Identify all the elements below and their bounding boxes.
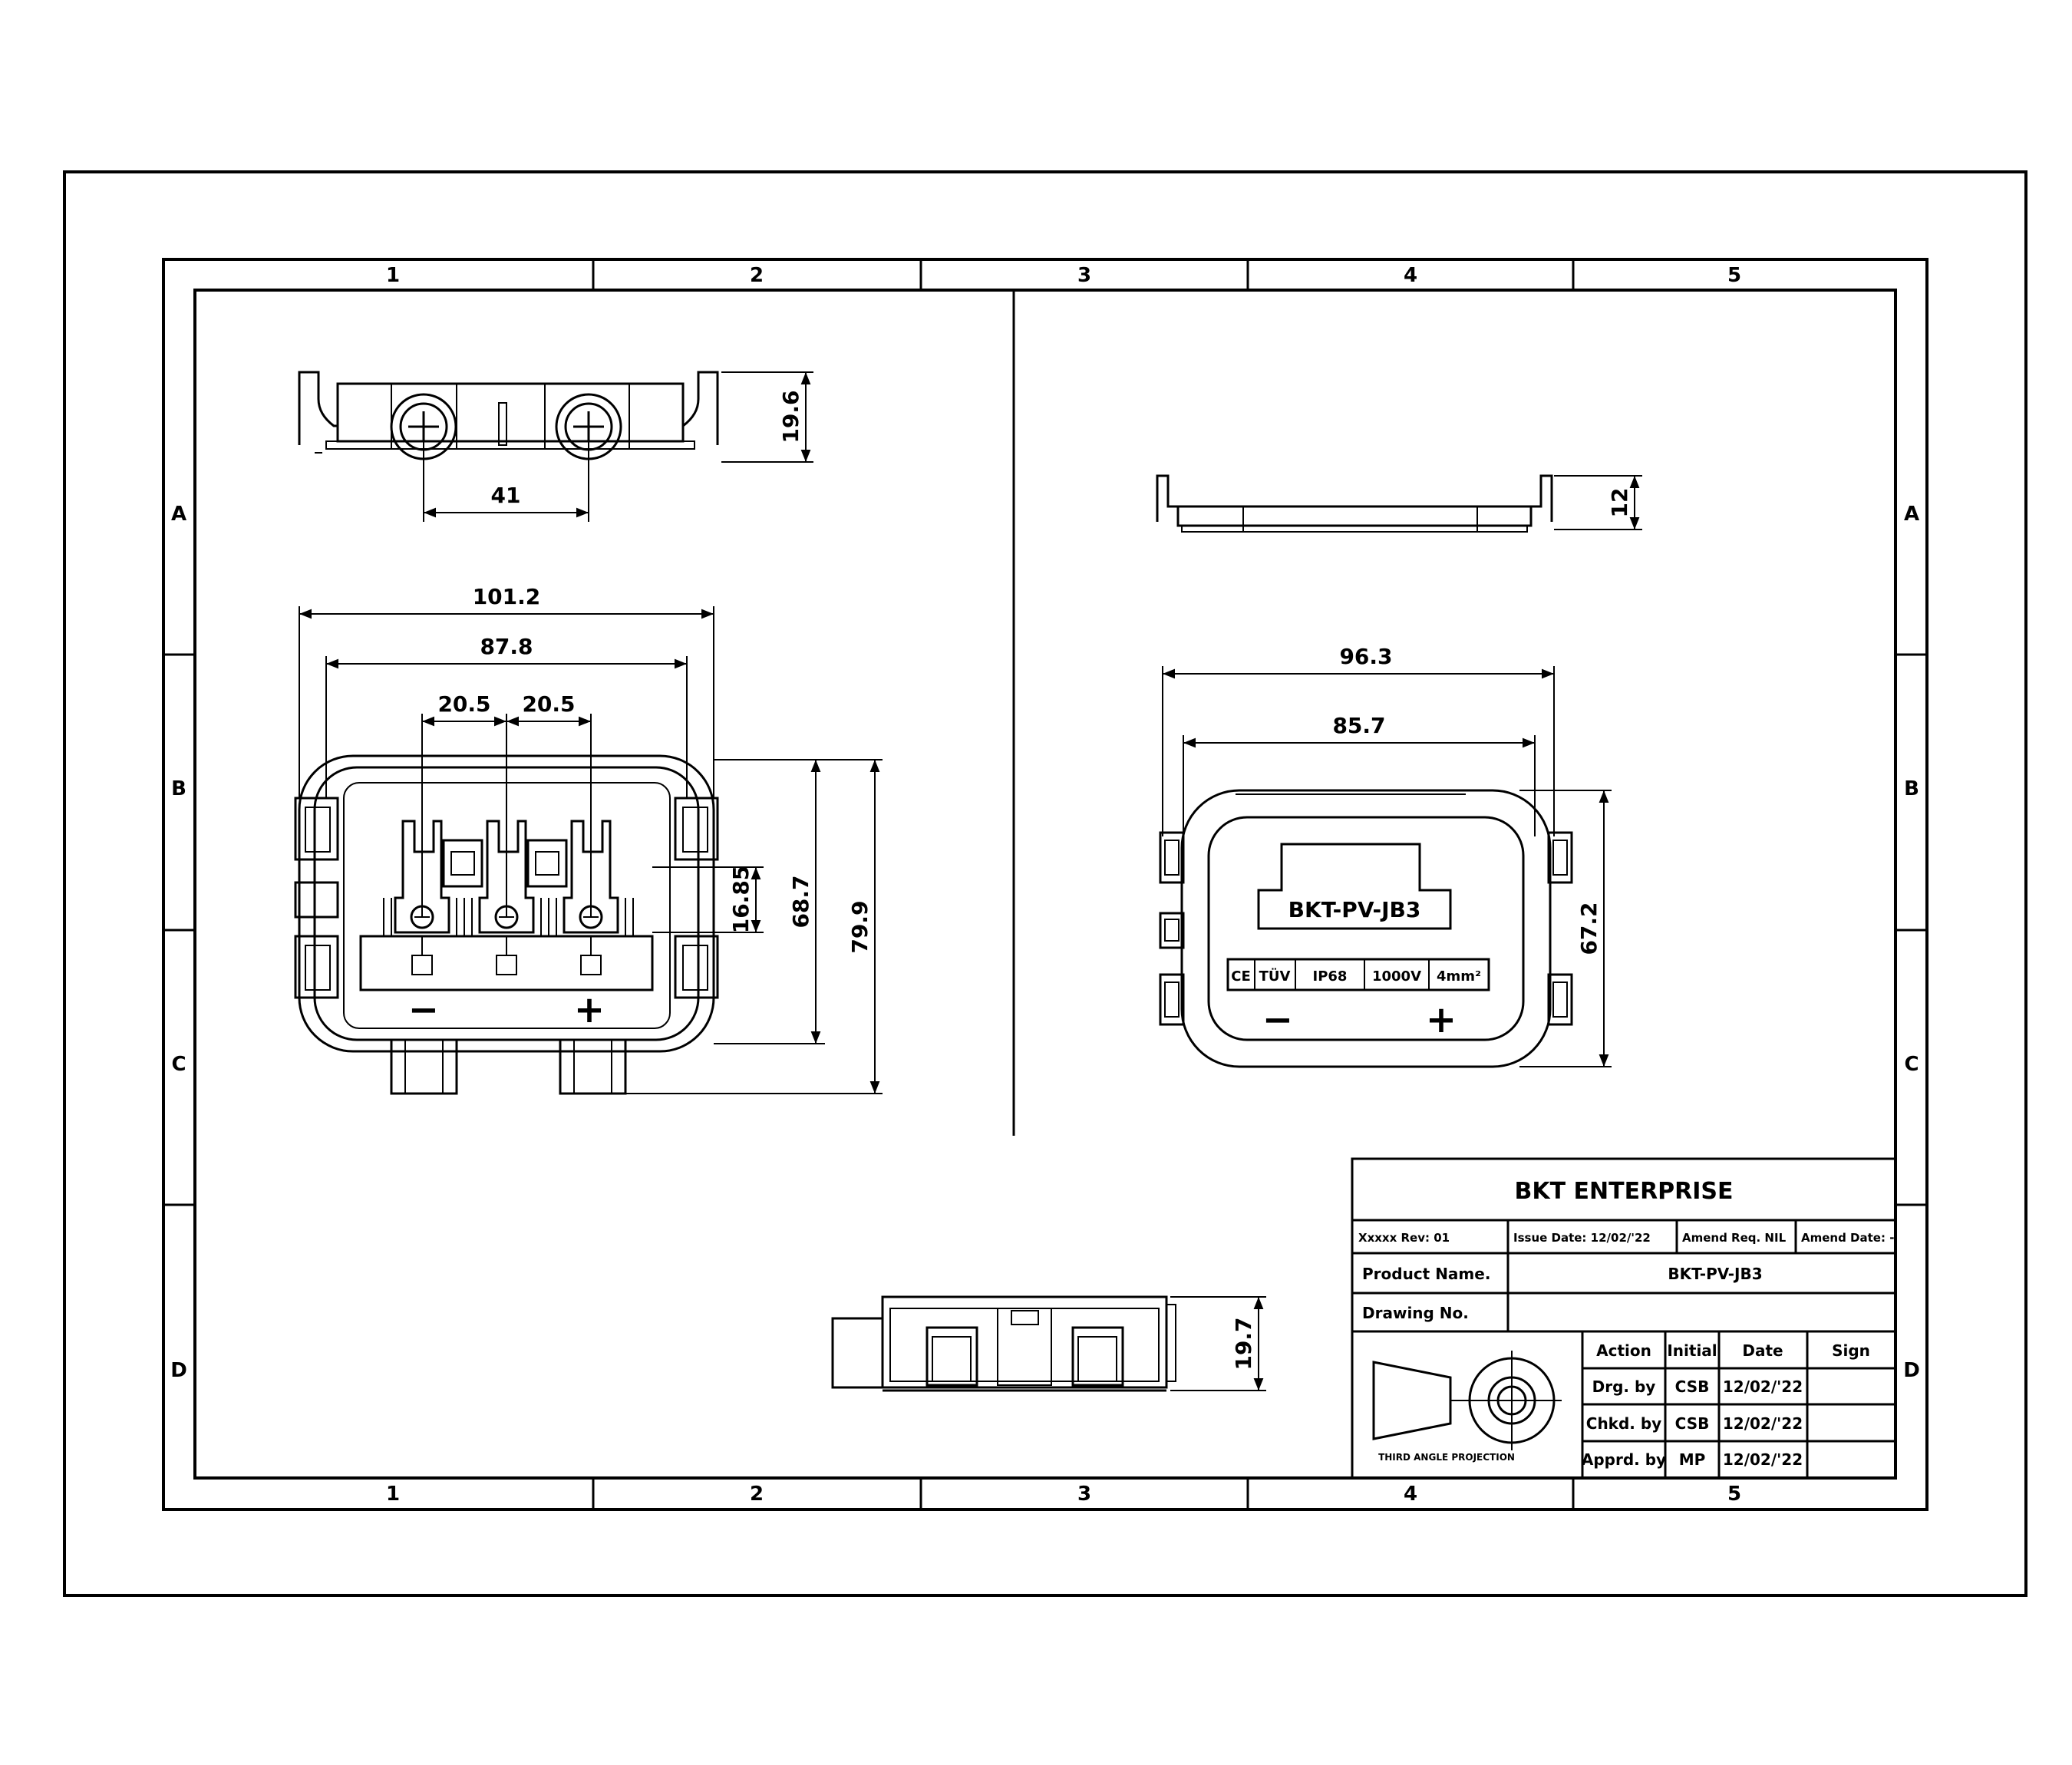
zone-labels: 1 2 3 4 5 1 2 3 4 5 A B C D A B C D (170, 264, 1920, 1506)
zone-row-b-right: B (1904, 777, 1919, 800)
zone-row-b-left: B (171, 777, 186, 800)
zone-col-3-top: 3 (1077, 264, 1091, 287)
base-front-view: − + 101.2 87.8 20.5 20.5 16.85 (294, 584, 883, 1095)
cover-front-view: BKT-PV-JB3 CE TÜV IP68 1000V 4mm² − + 96… (1159, 644, 1612, 1068)
sheet-frame (63, 170, 2027, 1597)
title-issue-date: Issue Date: 12/02/'22 (1513, 1231, 1651, 1245)
dim-cover-height: 67.2 (1576, 902, 1602, 955)
table-row-1-date: 12/02/'22 (1723, 1377, 1803, 1396)
zone-row-d-left: D (170, 1359, 187, 1382)
dim-pitch-right: 20.5 (522, 691, 575, 717)
rating-tuv: TÜV (1259, 968, 1291, 985)
title-product-name-label: Product Name. (1362, 1265, 1490, 1283)
table-header-initial: Initial (1667, 1341, 1717, 1360)
base-top-view: 19.6 41 (298, 371, 813, 522)
table-header-action: Action (1596, 1341, 1651, 1360)
table-row-2-action: Chkd. by (1586, 1414, 1661, 1433)
zone-col-1-top: 1 (386, 264, 400, 287)
zone-row-a-left: A (171, 503, 186, 526)
rating-voltage: 1000V (1372, 968, 1421, 985)
dim-overall-height: 79.9 (847, 900, 873, 953)
dim-top-view-spacing: 41 (491, 483, 521, 508)
dim-top-view-height: 19.6 (778, 390, 803, 443)
front-minus-symbol: − (408, 988, 439, 1031)
front-plus-symbol: + (574, 988, 605, 1031)
title-company: BKT ENTERPRISE (1514, 1178, 1733, 1205)
projection-caption: THIRD ANGLE PROJECTION (1378, 1452, 1515, 1463)
table-row-3-initial: MP (1679, 1450, 1706, 1469)
table-row-1-action: Drg. by (1592, 1377, 1656, 1396)
cover-minus-symbol: − (1262, 998, 1293, 1041)
title-amend-date: Amend Date: - (1801, 1231, 1894, 1245)
dim-cover-side-height: 12 (1607, 488, 1632, 518)
zone-row-c-right: C (1904, 1053, 1919, 1076)
cover-plus-symbol: + (1426, 998, 1457, 1041)
dim-terminal-height: 16.85 (728, 866, 754, 934)
dim-cover-inner-width: 85.7 (1332, 713, 1385, 738)
dim-front-outer-width: 101.2 (473, 584, 541, 609)
rating-ce: CE (1231, 968, 1251, 985)
zone-row-a-right: A (1904, 503, 1919, 526)
table-header-sign: Sign (1832, 1341, 1870, 1360)
rating-ip68: IP68 (1313, 968, 1348, 985)
zone-col-5-bottom: 5 (1727, 1483, 1741, 1506)
dim-pitch-left: 20.5 (437, 691, 490, 717)
dim-body-height: 68.7 (788, 875, 813, 928)
table-row-3-action: Apprd. by (1582, 1450, 1666, 1469)
table-row-3-date: 12/02/'22 (1723, 1450, 1803, 1469)
zone-col-4-bottom: 4 (1404, 1483, 1417, 1506)
title-block: BKT ENTERPRISE Xxxxx Rev: 01 Issue Date:… (1351, 1157, 1897, 1480)
table-row-2-date: 12/02/'22 (1723, 1414, 1803, 1433)
zone-row-c-left: C (171, 1053, 186, 1076)
dim-front-inner-width: 87.8 (480, 634, 533, 659)
base-bottom-view: 19.7 (831, 1295, 1266, 1392)
zone-col-2-bottom: 2 (750, 1483, 764, 1506)
zone-row-d-right: D (1903, 1359, 1920, 1382)
zone-col-2-top: 2 (750, 264, 764, 287)
table-header-date: Date (1742, 1341, 1783, 1360)
cover-side-view: 12 (1156, 474, 1642, 533)
table-row-2-initial: CSB (1675, 1414, 1710, 1433)
dim-bottom-view-height: 19.7 (1231, 1317, 1256, 1370)
title-zone-rev: Xxxxx Rev: 01 (1358, 1231, 1450, 1245)
third-angle-projection-icon (1372, 1351, 1562, 1450)
cover-model-label: BKT-PV-JB3 (1288, 897, 1421, 922)
title-product-name-value: BKT-PV-JB3 (1668, 1265, 1762, 1283)
dim-cover-outer-width: 96.3 (1339, 644, 1392, 669)
zone-col-4-top: 4 (1404, 264, 1417, 287)
zone-col-3-bottom: 3 (1077, 1483, 1091, 1506)
zone-col-1-bottom: 1 (386, 1483, 400, 1506)
title-amend-req: Amend Req. NIL (1682, 1231, 1787, 1245)
rating-cable-size: 4mm² (1437, 968, 1481, 985)
title-drawing-no-label: Drawing No. (1362, 1304, 1469, 1322)
zone-col-5-top: 5 (1727, 264, 1741, 287)
table-row-1-initial: CSB (1675, 1377, 1710, 1396)
